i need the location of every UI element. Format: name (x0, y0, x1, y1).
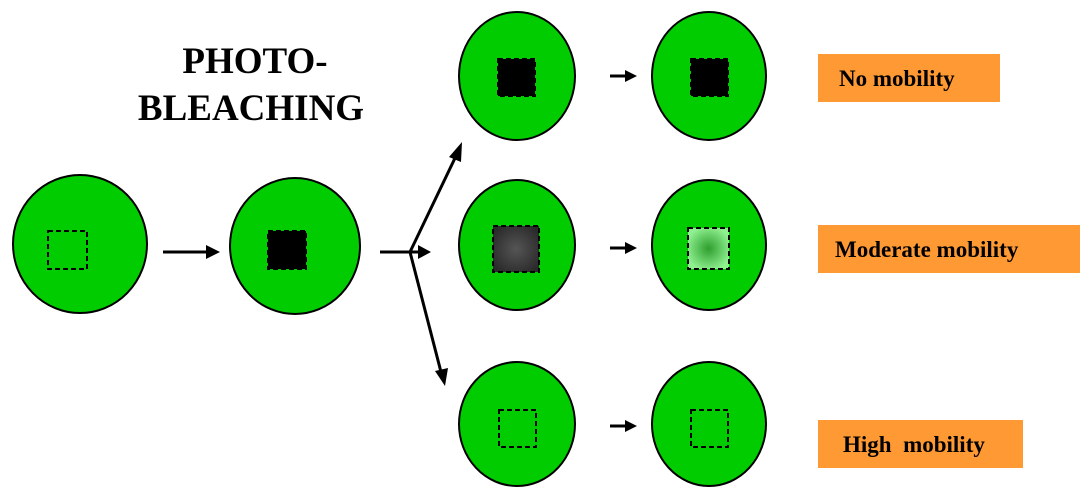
arrow-bleach (163, 245, 220, 259)
bleached-region (267, 230, 307, 270)
title-line-2: BLEACHING (138, 88, 364, 129)
title-line-1: PHOTO- (182, 41, 327, 82)
row-no-mobility: No mobility (458, 11, 1000, 141)
region-of-interest (47, 230, 88, 270)
row-high-mobility: High mobility (458, 361, 1023, 487)
arrow-branch (380, 142, 462, 386)
cell-bleached (229, 177, 361, 315)
label-box-high-mobility (818, 420, 1023, 468)
row-moderate-mobility: Moderate mobility (458, 179, 1080, 311)
label-moderate-mobility: Moderate mobility (835, 237, 1019, 262)
label-box-no-mobility (818, 54, 1000, 102)
cell-high-final (651, 361, 767, 487)
label-no-mobility: No mobility (839, 66, 955, 91)
cell-high-initial (458, 361, 576, 487)
cell-prebleach (12, 174, 148, 314)
label-box-moderate-mobility (818, 225, 1080, 273)
label-high-mobility: High mobility (843, 432, 985, 457)
